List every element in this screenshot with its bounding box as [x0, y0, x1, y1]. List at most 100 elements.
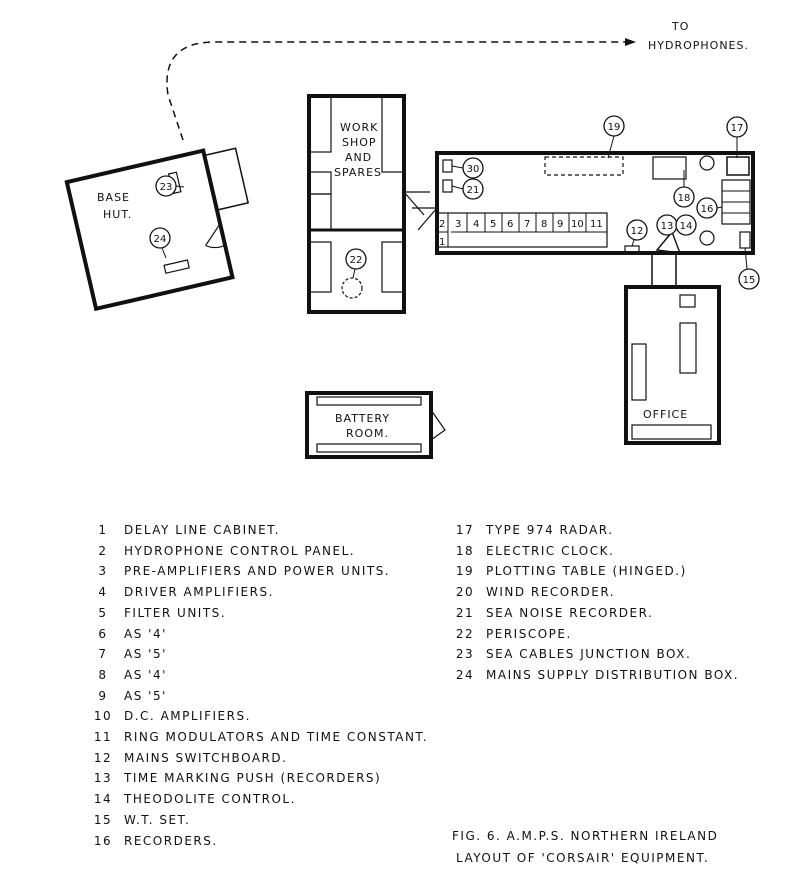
svg-text:15: 15: [743, 275, 756, 286]
legend-item-number: 16: [93, 833, 113, 848]
legend-item-label: HYDROPHONE CONTROL PANEL.: [124, 543, 356, 558]
svg-text:21: 21: [467, 185, 480, 196]
svg-text:14: 14: [680, 221, 693, 232]
legend-item-number: 4: [98, 585, 108, 600]
workshop-door-swing: [403, 191, 430, 216]
legend-item-label: THEODOLITE CONTROL.: [124, 792, 296, 807]
cabinet-number-3: 3: [455, 219, 461, 230]
legend-item-number: 8: [98, 667, 108, 682]
theodolite-mount: [655, 230, 682, 254]
hydrophones-label-line1: TO: [671, 20, 689, 33]
base-hut-door-swing: [205, 223, 226, 249]
legend-item-number: 6: [98, 626, 108, 641]
legend-item-number: 7: [98, 647, 108, 662]
clock-console: [652, 156, 687, 180]
legend-item: 4 DRIVER AMPLIFIERS.: [88, 582, 274, 602]
callout-15: 15: [738, 247, 760, 290]
legend-item-number: 5: [98, 605, 108, 620]
legend-item-number: 22: [455, 626, 475, 641]
legend-item-number: 11: [93, 730, 113, 744]
battery-room-door-swing: [430, 409, 446, 441]
legend-item-label: TIME MARKING PUSH (RECORDERS): [124, 771, 382, 786]
callout-12: 12: [626, 219, 648, 247]
office-label: OFFICE: [643, 408, 688, 421]
sea-noise-recorder: [442, 179, 453, 193]
cabinet-number-4: 4: [473, 219, 479, 230]
cabinet-number-8: 8: [541, 219, 547, 230]
cabinet-row-frame: [436, 212, 608, 248]
workshop: [307, 94, 430, 314]
legend-item-number: 20: [455, 585, 475, 600]
legend-item-number: 15: [93, 812, 113, 827]
svg-text:17: 17: [731, 123, 744, 134]
cable-route-dashed: [166, 41, 625, 141]
callout-18: 18: [673, 170, 695, 208]
legend-item-number: 24: [455, 667, 475, 682]
workshop-label-line1: WORK: [340, 121, 378, 134]
radar-unit: [726, 156, 750, 176]
corridor: [651, 253, 677, 287]
cabinet-number-10: 10: [571, 219, 584, 230]
plotting-table: [544, 156, 624, 176]
legend-item-label: RING MODULATORS AND TIME CONSTANT.: [124, 730, 429, 744]
callout-30: 30: [451, 157, 484, 179]
legend-item-label: AS '5': [124, 647, 167, 662]
battery-room-label-line1: BATTERY: [335, 412, 390, 425]
callout-23: 23: [155, 175, 185, 197]
cabinet-number-6: 6: [507, 219, 513, 230]
console-dial-top: [699, 155, 715, 171]
cabinet-number-2: 2: [439, 219, 445, 230]
legend-item-label: RECORDERS.: [124, 833, 218, 848]
callout-17: 17: [726, 116, 748, 158]
base-hut-label-line1: BASE: [97, 191, 130, 204]
distribution-box-24: [163, 259, 190, 274]
cabinet-number-5: 5: [490, 219, 496, 230]
console-dial-bottom: [699, 230, 715, 246]
legend-item-label: WIND RECORDER.: [486, 585, 616, 600]
legend-item-label: AS '5': [124, 688, 167, 703]
legend-item-number: 13: [93, 771, 113, 786]
svg-text:30: 30: [467, 164, 480, 175]
callout-21: 21: [451, 178, 484, 200]
equipment-hut-door-swing: [412, 207, 438, 231]
legend-item-label: W.T. SET.: [124, 812, 191, 827]
legend-item: 9 AS '5': [88, 686, 167, 706]
workshop-label-line2: SHOP: [342, 136, 377, 149]
callout-24: 24: [149, 227, 171, 259]
figure-caption: FIG. 6. A.M.P.S. NORTHERN IRELAND LAYOUT…: [452, 825, 718, 869]
svg-text:24: 24: [154, 234, 167, 245]
legend-item-label: DELAY LINE CABINET.: [124, 523, 280, 537]
cabinet-number-9: 9: [557, 219, 563, 230]
legend-item-label: AS '4': [124, 626, 167, 641]
battery-room-label-line2: ROOM.: [346, 427, 389, 440]
legend-item-label: ELECTRIC CLOCK.: [486, 543, 615, 558]
legend-item-label: AS '4': [124, 667, 167, 682]
svg-text:23: 23: [160, 182, 173, 193]
base-hut-label-line2: HUT.: [103, 208, 132, 221]
legend-item: 16 RECORDERS.: [88, 831, 218, 851]
legend-item-number: 3: [98, 564, 108, 579]
legend-item-label: MAINS SWITCHBOARD.: [124, 750, 288, 765]
legend-item-number: 1: [98, 523, 108, 537]
workshop-label-line4: SPARES: [334, 166, 382, 179]
legend-item: 1 DELAY LINE CABINET.: [88, 520, 280, 540]
periscope-dashed: [341, 277, 363, 299]
callout-16: 16: [696, 197, 723, 219]
legend-item-number: 9: [98, 688, 108, 703]
svg-text:16: 16: [701, 204, 714, 215]
svg-text:13: 13: [661, 221, 674, 232]
legend-item-label: DRIVER AMPLIFIERS.: [124, 585, 274, 600]
legend-item: 13 TIME MARKING PUSH (RECORDERS): [88, 768, 381, 788]
cabinet-number-1: 1: [439, 237, 445, 248]
